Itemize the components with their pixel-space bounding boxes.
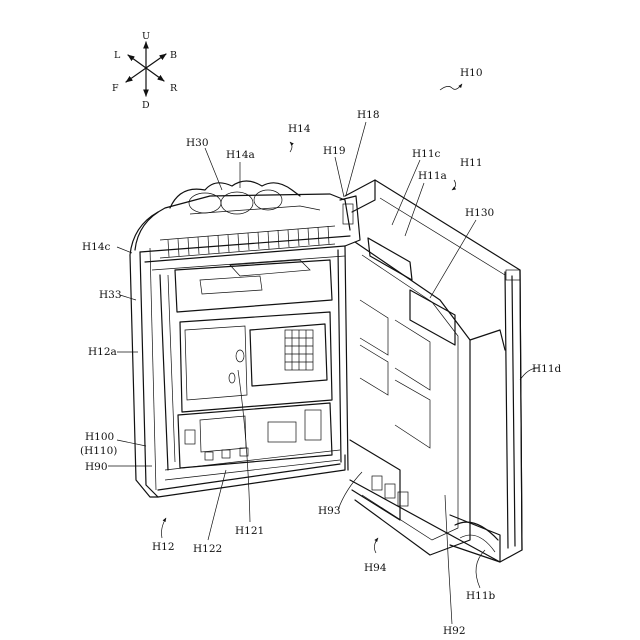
label-h121: H121 bbox=[235, 525, 264, 537]
label-h14: H14 bbox=[288, 123, 311, 135]
compass-down: D bbox=[142, 100, 150, 111]
label-h11: H11 bbox=[460, 157, 483, 169]
label-h14c: H14c bbox=[82, 241, 111, 253]
label-h11c: H11c bbox=[412, 148, 441, 160]
compass-right: R bbox=[170, 83, 178, 94]
label-h110: (H110) bbox=[80, 445, 117, 457]
label-h94: H94 bbox=[364, 562, 387, 574]
label-h11d: H11d bbox=[532, 363, 562, 375]
open-door bbox=[340, 180, 522, 562]
reference-labels: H10 H14 H18 H30 H14a H19 H11c H11 H11a H… bbox=[80, 67, 562, 637]
label-h93: H93 bbox=[318, 505, 341, 517]
label-h11a: H11a bbox=[418, 170, 447, 182]
label-h90: H90 bbox=[85, 461, 108, 473]
label-h10: H10 bbox=[460, 67, 483, 79]
label-h11b: H11b bbox=[466, 590, 496, 602]
label-h12: H12 bbox=[152, 541, 175, 553]
label-h18: H18 bbox=[357, 109, 380, 121]
compass-front: F bbox=[112, 83, 119, 94]
label-h100: H100 bbox=[85, 431, 114, 443]
direction-compass: U D L R F B bbox=[112, 31, 178, 111]
label-h14a: H14a bbox=[226, 149, 255, 161]
compass-back: B bbox=[170, 50, 177, 61]
label-h30: H30 bbox=[186, 137, 209, 149]
compass-up: U bbox=[142, 31, 150, 42]
label-h33: H33 bbox=[99, 289, 122, 301]
label-h12a: H12a bbox=[88, 346, 117, 358]
label-h130: H130 bbox=[465, 207, 494, 219]
label-h122: H122 bbox=[193, 543, 222, 555]
compass-left: L bbox=[114, 50, 121, 61]
cabinet-body bbox=[130, 181, 350, 497]
label-h92: H92 bbox=[443, 625, 466, 637]
label-h19: H19 bbox=[323, 145, 346, 157]
